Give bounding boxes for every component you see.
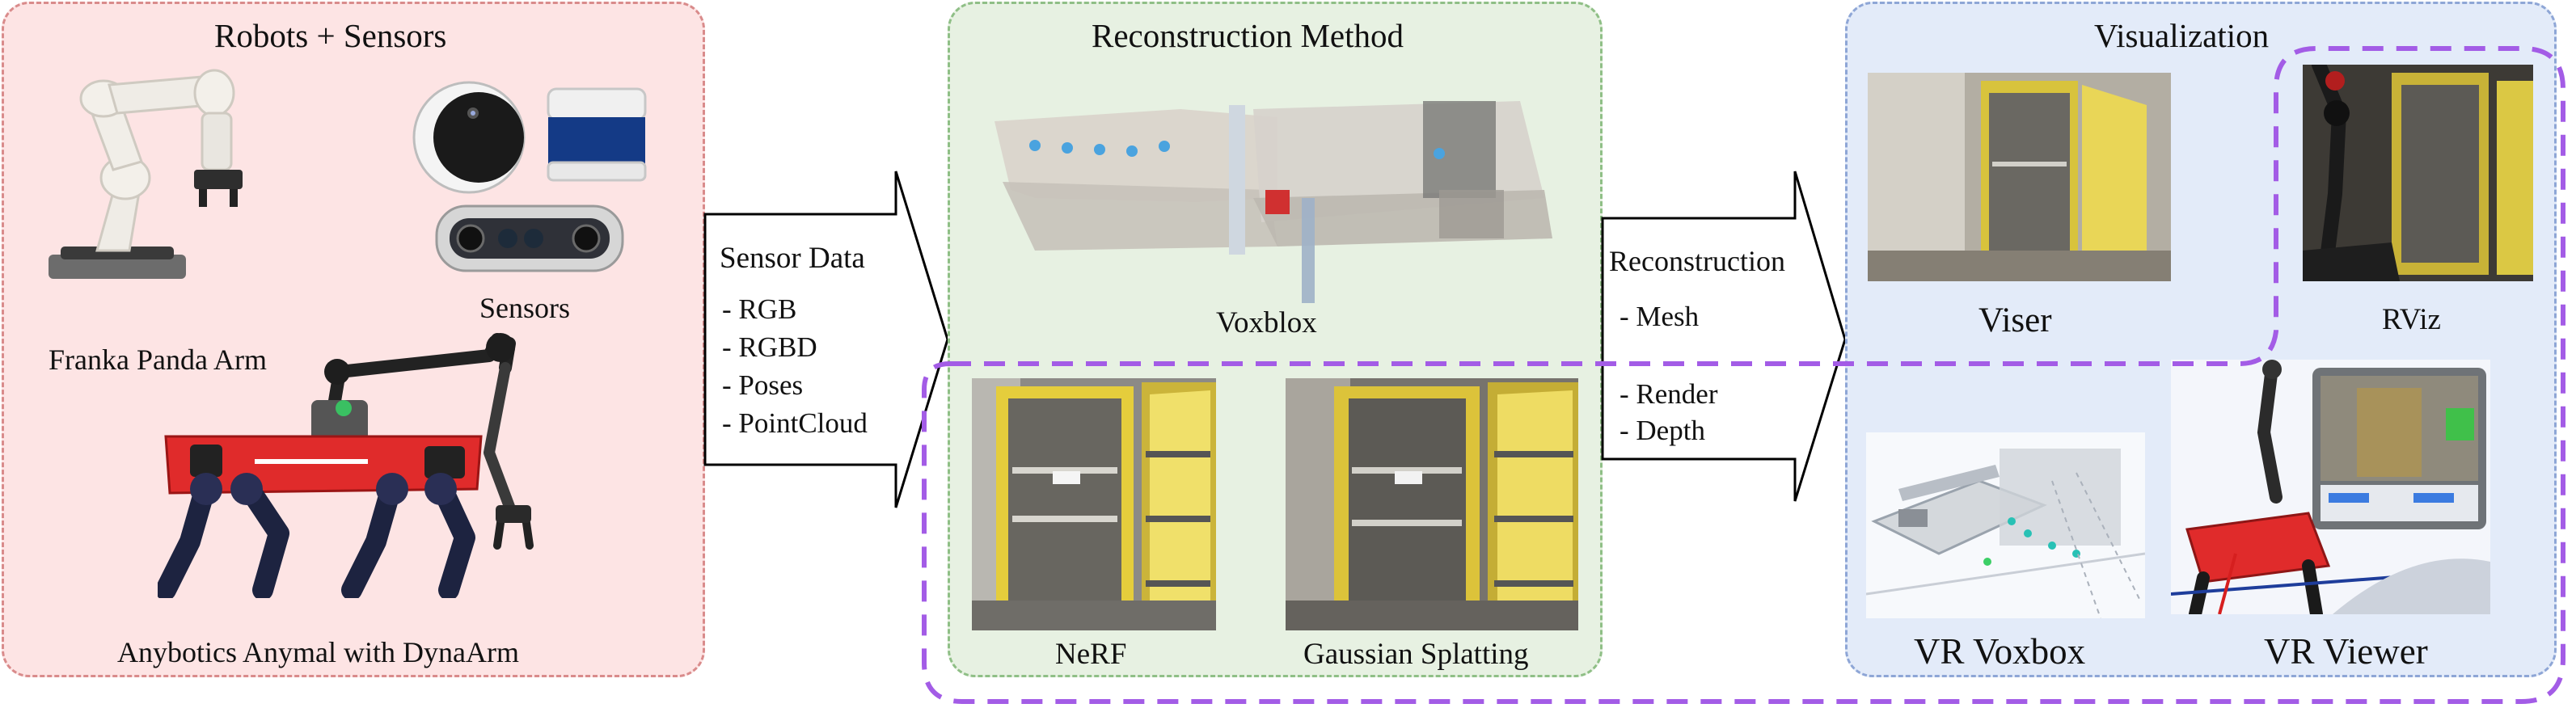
robots-sensors-title: Robots + Sensors: [214, 17, 447, 54]
gaussian-splatting-label: Gaussian Splatting: [1303, 638, 1529, 671]
rviz-image: [2303, 65, 2533, 281]
nerf-label: NeRF: [1055, 638, 1127, 671]
rviz-label: RViz: [2382, 303, 2441, 336]
sensor-item-pointcloud: - PointCloud: [722, 407, 868, 439]
viser-label: Viser: [1978, 301, 2052, 339]
reconstruction-heading: Reconstruction: [1609, 245, 1785, 277]
vr-voxbox-label: VR Voxbox: [1914, 631, 2086, 672]
reconstruction-item-render: - Render: [1620, 378, 1718, 410]
franka-arm-label: Franka Panda Arm: [49, 343, 267, 376]
sensors-label: Sensors: [479, 292, 571, 324]
reconstruction-arrow: [1601, 171, 1847, 502]
sensors-image: [412, 81, 647, 272]
anymal-dynaarm-image: [158, 333, 534, 598]
anymal-label: Anybotics Anymal with DynaArm: [117, 636, 519, 668]
visualization-title: Visualization: [2094, 17, 2270, 54]
reconstruction-item-mesh: - Mesh: [1620, 301, 1700, 332]
sensor-item-rgb: - RGB: [722, 293, 797, 325]
vr-voxbox-image: [1866, 432, 2145, 618]
vr-viewer-image: [2171, 360, 2490, 614]
reconstruction-title: Reconstruction Method: [1092, 17, 1404, 54]
sensor-item-rgbd: - RGBD: [722, 331, 817, 363]
vr-viewer-label: VR Viewer: [2264, 631, 2428, 672]
viser-image: [1868, 73, 2171, 281]
nerf-image: [972, 378, 1216, 630]
voxblox-image: [995, 101, 1552, 303]
voxblox-label: Voxblox: [1216, 306, 1317, 339]
sensor-data-heading: Sensor Data: [720, 242, 865, 275]
gaussian-splatting-image: [1286, 378, 1578, 630]
reconstruction-item-depth: - Depth: [1620, 415, 1705, 446]
sensor-item-poses: - Poses: [722, 369, 804, 401]
franka-arm-image: [49, 69, 243, 279]
